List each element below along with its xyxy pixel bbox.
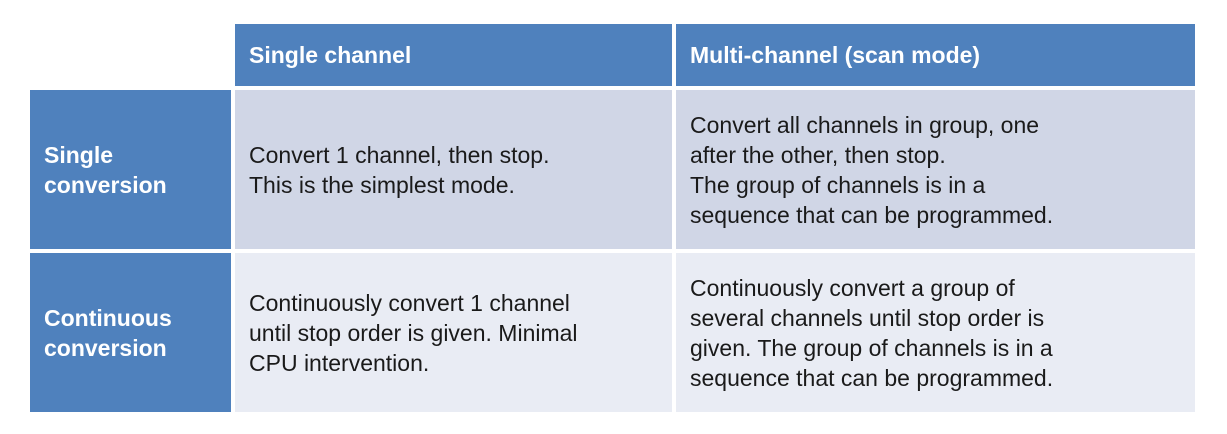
row-header-continuous-conversion: Continuous conversion bbox=[30, 253, 231, 412]
column-header-multi-channel: Multi-channel (scan mode) bbox=[676, 24, 1195, 86]
cell-single-conversion-single-channel: Convert 1 channel, then stop. This is th… bbox=[235, 90, 672, 249]
column-header-single-channel: Single channel bbox=[235, 24, 672, 86]
corner-empty-cell bbox=[30, 24, 231, 86]
cell-continuous-conversion-multi-channel: Continuously convert a group of several … bbox=[676, 253, 1195, 412]
row-header-single-conversion: Single conversion bbox=[30, 90, 231, 249]
cell-continuous-conversion-single-channel: Continuously convert 1 channel until sto… bbox=[235, 253, 672, 412]
conversion-modes-table: Single channel Multi-channel (scan mode)… bbox=[30, 24, 1195, 412]
cell-single-conversion-multi-channel: Convert all channels in group, one after… bbox=[676, 90, 1195, 249]
